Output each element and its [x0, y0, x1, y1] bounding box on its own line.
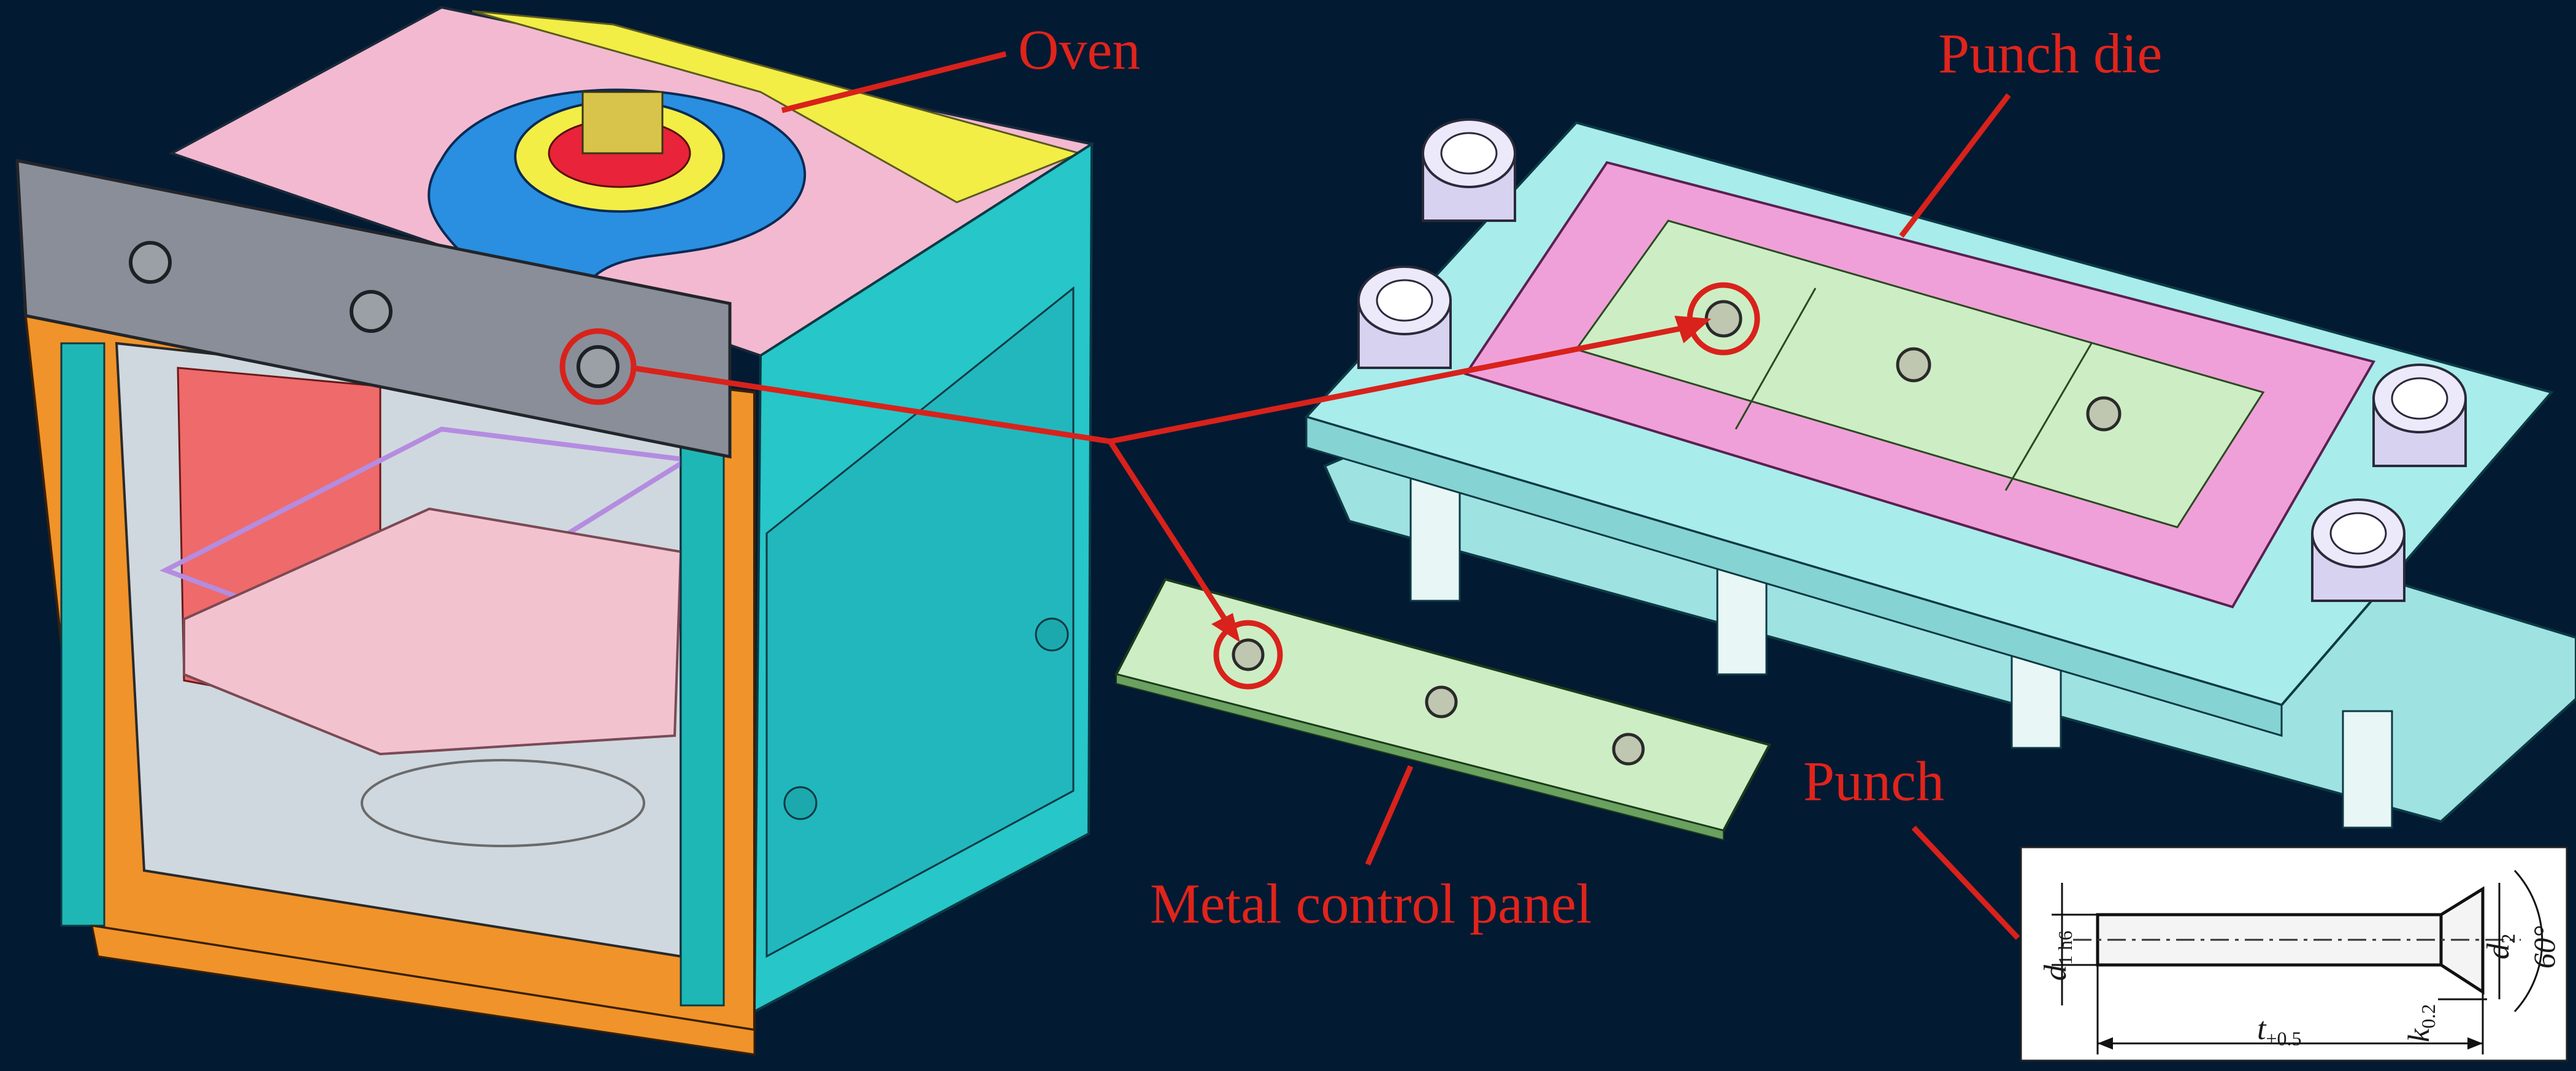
leader-line-oven	[781, 51, 1007, 113]
dim-angle-arc	[2513, 869, 2543, 1013]
leader-line-panel	[1365, 765, 1414, 866]
label-oven: Oven	[1018, 18, 1140, 81]
label-metal-control-panel: Metal control panel	[1150, 872, 1592, 935]
oven-top-yellow-strip	[472, 10, 1083, 204]
oven-side-knob	[1035, 617, 1069, 652]
panel-edge	[1116, 673, 1724, 841]
dim-d2-label: d2	[2481, 934, 2519, 959]
label-punch: Punch	[1803, 750, 1944, 812]
die-hole-3	[2086, 396, 2122, 432]
dim-k-label: k0.2	[2401, 1004, 2439, 1042]
oven-knob-2	[350, 290, 393, 333]
oven-illustration	[15, 6, 1095, 1056]
die-guide-post-1	[1422, 118, 1516, 222]
arrow-path-panel	[1108, 440, 1235, 633]
die-leg-4	[2342, 710, 2393, 829]
dim-t-label: t+0.5	[2257, 1012, 2302, 1050]
oven-tray	[183, 507, 683, 756]
dim-t-arrow-left-icon	[2098, 1037, 2113, 1050]
panel-highlight-circle-icon	[1213, 620, 1283, 690]
oven-bottom-strip	[91, 924, 756, 1056]
oven-side-knob-2	[783, 786, 818, 820]
die-hole-1	[1704, 300, 1742, 338]
oven-left-rail	[60, 342, 105, 927]
dim-t-arrow-right-icon	[2467, 1037, 2483, 1050]
leader-line-punch	[1911, 825, 2020, 940]
dim-angle-label: 60°	[2527, 926, 2561, 969]
label-punch-die: Punch die	[1938, 22, 2162, 85]
connector-lines	[631, 51, 2020, 940]
leader-line-punch-die	[1899, 93, 2011, 238]
dim-d1-label: d1 h6	[2038, 931, 2076, 981]
die-seam-1	[1735, 288, 1817, 430]
die-upper-plate-edge	[1305, 415, 2283, 738]
oven-motor	[581, 91, 664, 154]
die-guide-post-2	[1357, 265, 1452, 369]
oven-knob-1	[129, 241, 172, 284]
punch-die-illustration	[1304, 118, 2576, 829]
die-guide-post-4	[2311, 498, 2405, 602]
oven-knob-3	[577, 345, 619, 388]
punch-technical-drawing: d1 h6 d2 60° k0.2 t+0.5	[2020, 846, 2568, 1062]
metal-control-panel-illustration	[1114, 577, 1771, 841]
arrow-head-die-icon	[1674, 316, 1711, 343]
die-hole-2	[1896, 347, 1931, 383]
arrow-head-panel-icon	[1211, 613, 1240, 642]
die-guide-post-3	[2372, 364, 2467, 467]
oven-side-recess	[765, 286, 1075, 958]
panel-hole-1	[1232, 638, 1265, 671]
die-seam-2	[2004, 343, 2093, 491]
oven-floor-element	[361, 759, 645, 847]
oven-right-rail	[680, 403, 725, 1007]
panel-hole-2	[1425, 685, 1458, 718]
panel-hole-3	[1612, 733, 1645, 766]
